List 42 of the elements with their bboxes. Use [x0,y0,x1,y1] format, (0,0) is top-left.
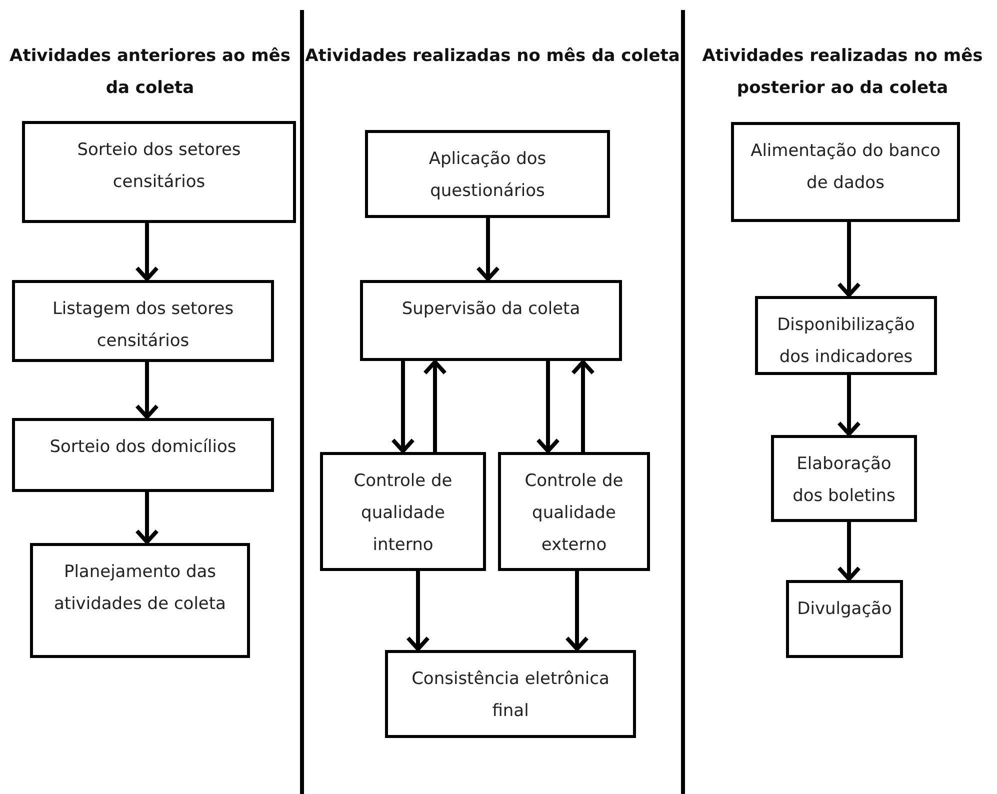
box-text: Sorteio dos domicílios [50,437,236,457]
box-text: Consistência eletrônica final [412,669,610,721]
arrow [837,222,861,297]
box-text: Planejamento das atividades de coleta [54,562,226,614]
box-text: Elaboração dos boletins [792,454,896,506]
box-text: Aplicação dos questionários [428,149,546,201]
arrow [406,571,430,651]
box-text: Sorteio dos setores censitários [77,140,241,192]
process-box [731,122,960,222]
process-box [360,280,622,361]
process-box [365,130,610,218]
process-box [385,650,636,738]
box-text: Supervisão da coleta [402,299,580,319]
arrow [135,362,159,419]
arrow [837,375,861,436]
process-box [498,452,650,571]
box-text: Alimentação do banco de dados [750,141,940,193]
column-heading: Atividades realizadas no mês da coleta [305,45,680,68]
process-box [786,580,903,658]
arrow [476,218,500,281]
arrow [391,361,415,453]
column-heading: Atividades anteriores ao mês da coleta [8,45,292,100]
arrow [571,360,595,452]
process-box [12,418,274,492]
box-text: Controle de qualidade externo [524,471,624,555]
process-box [755,296,937,375]
column-heading: Atividades realizadas no mês posterior ao da coleta [701,45,984,100]
arrow [135,223,159,281]
process-box [12,280,274,362]
process-box [30,543,250,658]
process-box [320,452,486,571]
arrow [135,492,159,544]
box-text: Disponibilização dos indicadores [777,315,915,367]
arrow [536,361,560,453]
process-box [22,121,296,223]
box-text: Listagem dos setores censitários [52,299,234,351]
process-box [771,435,917,522]
arrow [565,571,589,651]
box-text: Controle de qualidade interno [354,471,452,555]
arrow [423,360,447,452]
arrow [837,522,861,581]
box-text: Divulgação [797,599,892,619]
